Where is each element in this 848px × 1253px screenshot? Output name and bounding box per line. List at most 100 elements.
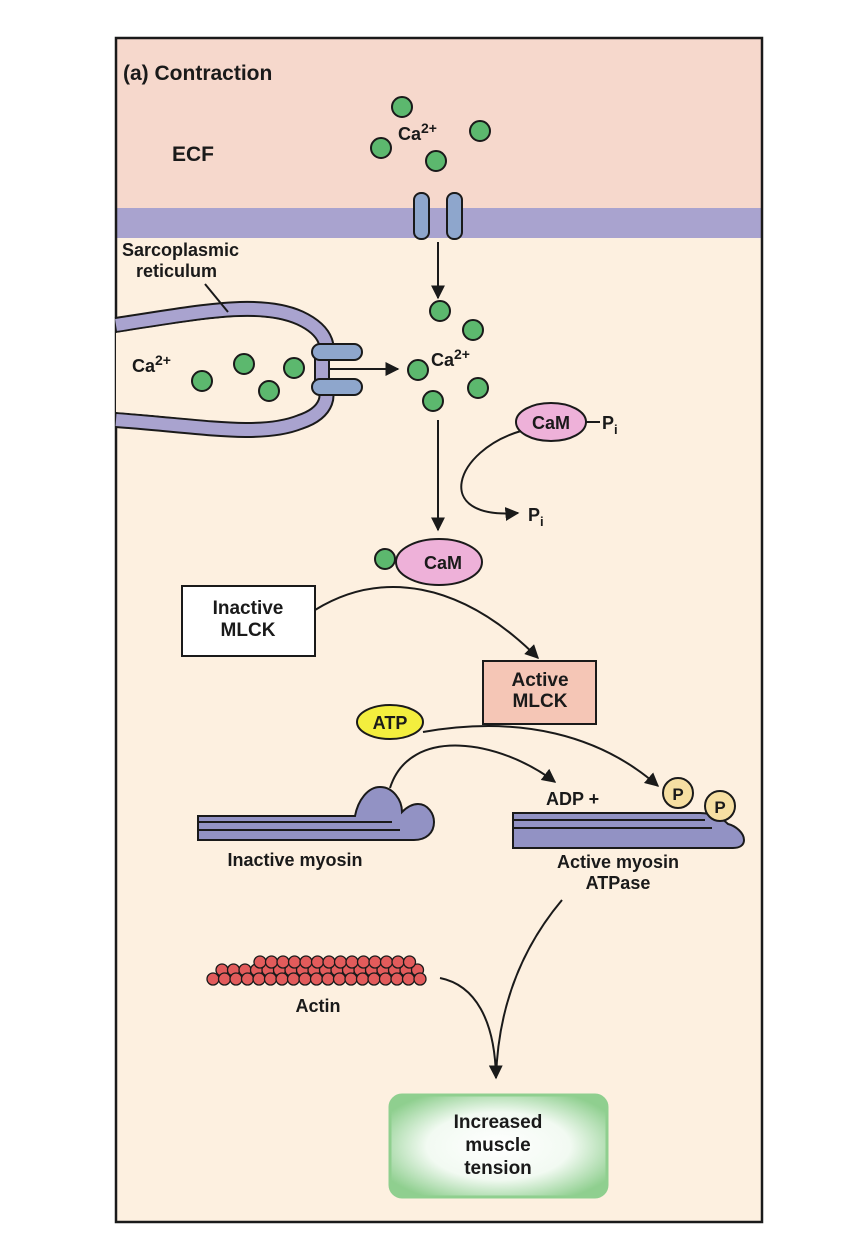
actin-bead [401, 972, 416, 986]
actin-bead [379, 955, 394, 969]
ecf-region [116, 38, 762, 210]
calcium-ion [370, 137, 392, 159]
actin-bead [287, 955, 302, 969]
calcium-ion [191, 370, 213, 392]
ecf-calcium-label: Ca2+ [398, 120, 437, 144]
actin-bead [310, 955, 325, 969]
actin-bead [309, 972, 324, 986]
actin-bead [299, 955, 313, 969]
channel-subunit [446, 192, 463, 240]
cam-complex-label: CaM [424, 553, 462, 573]
actin-bead [286, 972, 301, 986]
ecf-calcium-ions [370, 96, 491, 172]
phosphate-label: P [714, 798, 725, 817]
calcium-ion [425, 150, 447, 172]
ecf-label: ECF [172, 143, 214, 166]
sr-membrane [115, 302, 333, 436]
calcium-ion [422, 390, 444, 412]
channel-subunit [311, 343, 363, 361]
actin-bead [229, 972, 243, 986]
increased-tension-box [388, 1093, 609, 1199]
actin-label: Actin [296, 996, 341, 1016]
actin-bead [368, 955, 382, 969]
actin-to-tension-arrow [439, 977, 503, 1080]
actin-bead [378, 972, 393, 986]
calcium-ion [233, 353, 255, 375]
adp-label: ADP + [546, 789, 599, 809]
mlck-activation-arrow [314, 586, 539, 659]
atp-molecule [356, 704, 424, 740]
active-mlck-box [482, 660, 597, 725]
sr-calcium-label: Ca2+ [132, 352, 171, 376]
calcium-ion [391, 96, 413, 118]
cam-pi-label: Pi [602, 413, 618, 437]
inactive-myosin [197, 785, 436, 841]
actin-bead [240, 972, 255, 986]
phosphate-group [662, 777, 694, 809]
channel-subunit [311, 378, 363, 396]
myosin-to-tension-arrow [495, 899, 563, 1079]
cytosol-calcium-label: Ca2+ [431, 346, 470, 370]
panel-title: (a) Contraction [123, 62, 272, 85]
actin-bead [332, 972, 347, 986]
cam-label: CaM [532, 413, 570, 433]
atp-label: ATP [373, 713, 408, 733]
actin-bead [356, 955, 371, 969]
mlck-to-phosphorylation-arrow [422, 725, 660, 787]
calcium-ion [429, 300, 451, 322]
actin-bead [206, 972, 220, 986]
active-myosin: P P [512, 777, 746, 849]
phosphate-release-arrow [460, 430, 522, 521]
actin-filament [206, 955, 427, 986]
actin-bead [390, 972, 404, 986]
calcium-ion [283, 357, 305, 379]
calcium-ion [469, 120, 491, 142]
inactive-myosin-label: Inactive myosin [227, 850, 362, 870]
actin-bead [263, 972, 278, 986]
channel-subunit [413, 192, 430, 240]
released-pi-label: Pi [528, 505, 544, 529]
actin-bead [402, 955, 417, 969]
sr-label-leader [204, 283, 229, 313]
actin-bead [252, 972, 266, 986]
calcium-ion [407, 359, 429, 381]
actin-bead [391, 955, 405, 969]
phosphate-label: P [672, 785, 683, 804]
actin-bead [345, 955, 359, 969]
actin-bead [321, 972, 335, 986]
actin-bead [413, 972, 427, 986]
actin-bead [367, 972, 381, 986]
actin-bead [298, 972, 312, 986]
atp-to-adp-arrow [389, 744, 557, 789]
phosphate-group [704, 790, 736, 822]
actin-bead [264, 955, 279, 969]
actin-bead [253, 955, 267, 969]
sr-calcium-channel [311, 343, 363, 396]
actin-bead [355, 972, 370, 986]
myosin-filament [512, 812, 746, 849]
cell-membrane [116, 208, 762, 238]
actin-bead [217, 972, 232, 986]
membrane-calcium-channel [413, 192, 463, 240]
sr-calcium-ions [191, 353, 305, 402]
actin-bead [322, 955, 336, 969]
panel-border [114, 36, 764, 1224]
myosin-filament [197, 785, 436, 841]
cytosol-calcium-ions [407, 300, 489, 412]
actin-bead [333, 955, 348, 969]
calcium-ion [258, 380, 280, 402]
calcium-ion [467, 377, 489, 399]
calcium-ion [374, 548, 396, 570]
calcium-ion [462, 319, 484, 341]
actin-bead [275, 972, 289, 986]
calcium-calmodulin-complex [395, 538, 483, 586]
actin-bead [276, 955, 290, 969]
inactive-mlck-box [181, 585, 316, 657]
actin-bead [344, 972, 358, 986]
